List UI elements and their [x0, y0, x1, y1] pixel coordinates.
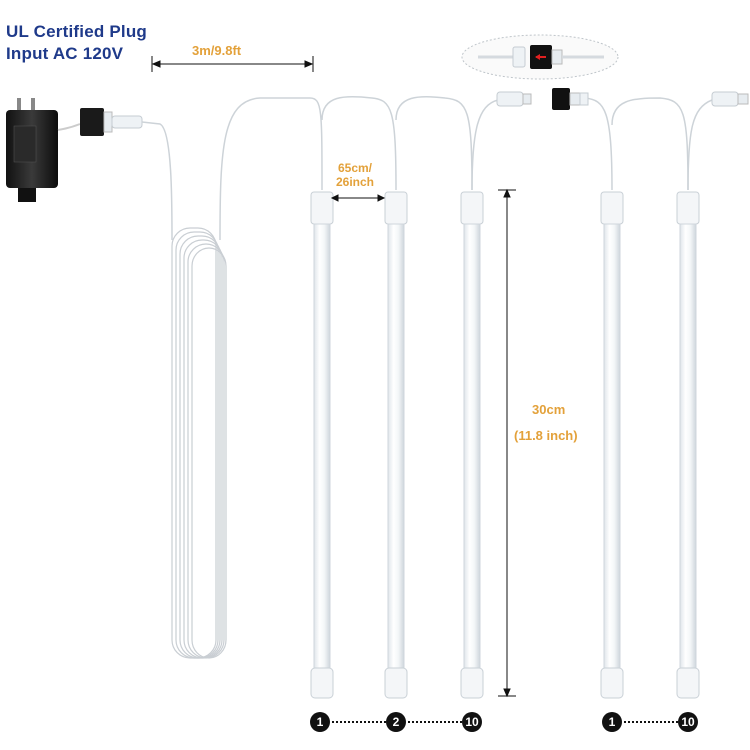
tube-number-badge: 10	[678, 712, 698, 732]
tube-number-badge: 1	[602, 712, 622, 732]
cable-length-dimension	[151, 56, 314, 72]
mid-connector-icon	[496, 88, 589, 110]
height-label-line-2: (11.8 inch)	[514, 428, 578, 443]
tube-number-badge: 1	[310, 712, 330, 732]
height-dimension	[498, 188, 516, 698]
spacing-label: 65cm/ 26inch	[336, 161, 374, 189]
tube-3	[460, 191, 484, 699]
spacing-label-line-2: 26inch	[336, 175, 375, 189]
tube-number-badge: 10	[462, 712, 482, 732]
power-adapter-icon	[6, 98, 81, 202]
tube-2	[384, 191, 408, 699]
spacing-label-line-1: 65cm/	[337, 161, 373, 175]
tube-number-badge: 2	[386, 712, 406, 732]
coiled-cable-icon	[171, 227, 227, 659]
input-connector-icon	[80, 108, 173, 241]
height-label-line-1: 30cm	[532, 402, 566, 417]
end-connector-icon	[711, 91, 749, 107]
connector-detail-icon	[461, 34, 619, 80]
spacing-dimension	[330, 194, 386, 202]
title-line-1: UL Certified Plug	[6, 22, 147, 41]
title-line-2: Input AC 120V	[6, 44, 124, 63]
tube-1	[310, 191, 334, 699]
cable-length-label: 3m/9.8ft	[192, 43, 242, 58]
tube-4	[600, 191, 624, 699]
tube-5	[676, 191, 700, 699]
